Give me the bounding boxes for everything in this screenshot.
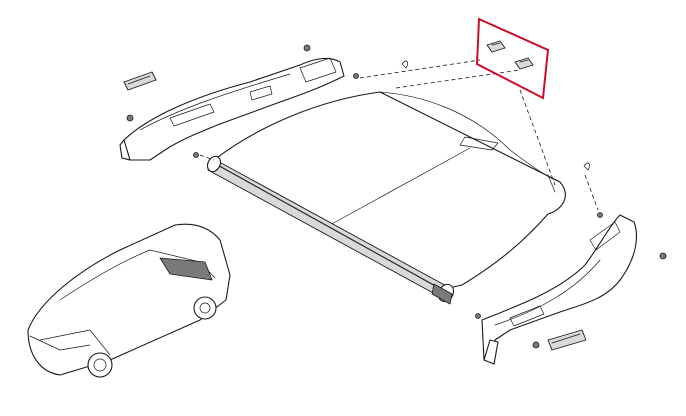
right-lamp-cover[interactable] [547,329,587,351]
mounting-clips-highlighted[interactable] [475,17,550,100]
screw-icon [126,114,134,122]
vehicle-locator [27,223,231,378]
screw-icon [597,212,603,218]
cargo-area-highlight [159,257,213,281]
rear-wheel [193,296,217,320]
left-lamp-cover[interactable] [123,71,157,91]
clip-hook-icon [401,60,408,69]
clip-icon [514,57,534,70]
clip-hook-icon [583,162,590,171]
screw-icon [303,44,311,52]
left-trim-panel[interactable] [119,57,345,161]
luggage-cover-roller[interactable] [205,91,566,305]
assembly-guide-lines [199,59,599,211]
screw-icon [353,73,359,79]
screw-icon [193,152,199,158]
right-trim-panel[interactable] [481,214,637,365]
clip-icon [486,40,506,53]
front-wheel [87,352,113,378]
screws [126,44,667,349]
screw-icon [659,252,667,260]
screw-icon [475,313,481,319]
screw-icon [532,341,540,349]
